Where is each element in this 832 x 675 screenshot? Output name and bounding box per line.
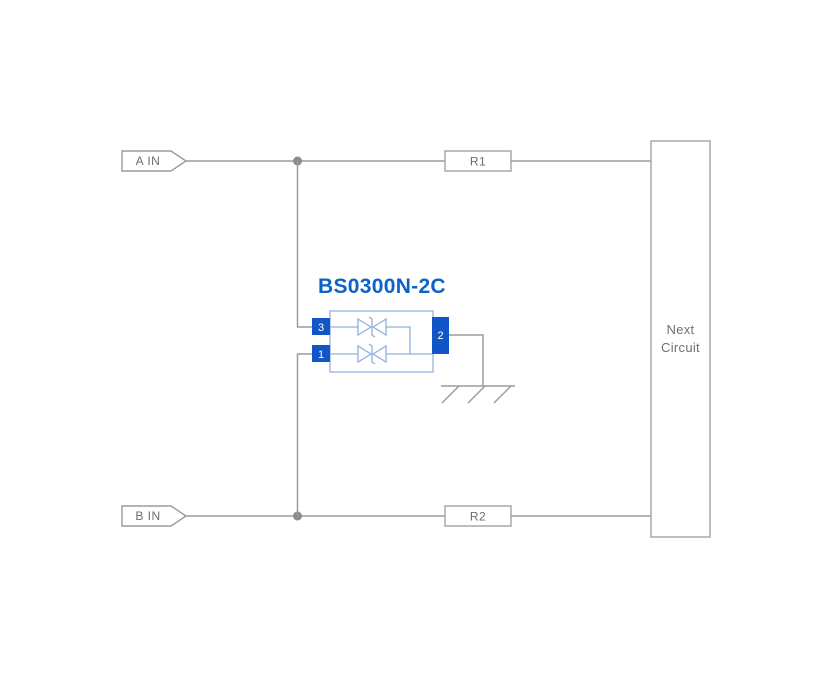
pin-3-label: 3: [318, 322, 324, 334]
tvs-diode-icon-top: [357, 316, 387, 338]
resistor-r2-label: R2: [470, 510, 486, 524]
wire-bottom-junction-to-pin1: [296, 353, 312, 516]
ground-icon: [441, 385, 515, 404]
tvs-diode-icon-bottom: [357, 343, 387, 365]
pin-3-pad: [312, 318, 330, 335]
pin-2-label: 2: [437, 330, 443, 342]
pin-2-pad: [432, 317, 449, 354]
tvs-component: BS0300N-2C 3 1 2: [312, 275, 449, 373]
input-a-branch: A IN R1: [121, 150, 651, 172]
next-circuit-label-line2: Circuit: [661, 340, 700, 355]
input-b-branch: B IN R2: [121, 505, 651, 527]
input-b-label: B IN: [135, 509, 160, 523]
pin-1-pad: [312, 345, 330, 362]
component-title: BS0300N-2C: [318, 275, 446, 298]
input-a-flag: [121, 150, 188, 172]
wire-top-junction-to-pin3: [296, 161, 312, 328]
resistor-r1-label: R1: [470, 155, 486, 169]
ground-branch: [441, 334, 515, 404]
inner-wire-row1-right: [386, 326, 411, 354]
next-circuit-block: Next Circuit: [650, 140, 711, 538]
next-circuit-box: [650, 140, 711, 538]
input-b-flag: [121, 505, 188, 527]
pin-1-label: 1: [318, 349, 324, 361]
input-a-label: A IN: [136, 154, 161, 168]
next-circuit-label-line1: Next: [667, 322, 695, 337]
component-body: [329, 310, 434, 373]
wire-pin2-to-ground: [449, 334, 484, 386]
